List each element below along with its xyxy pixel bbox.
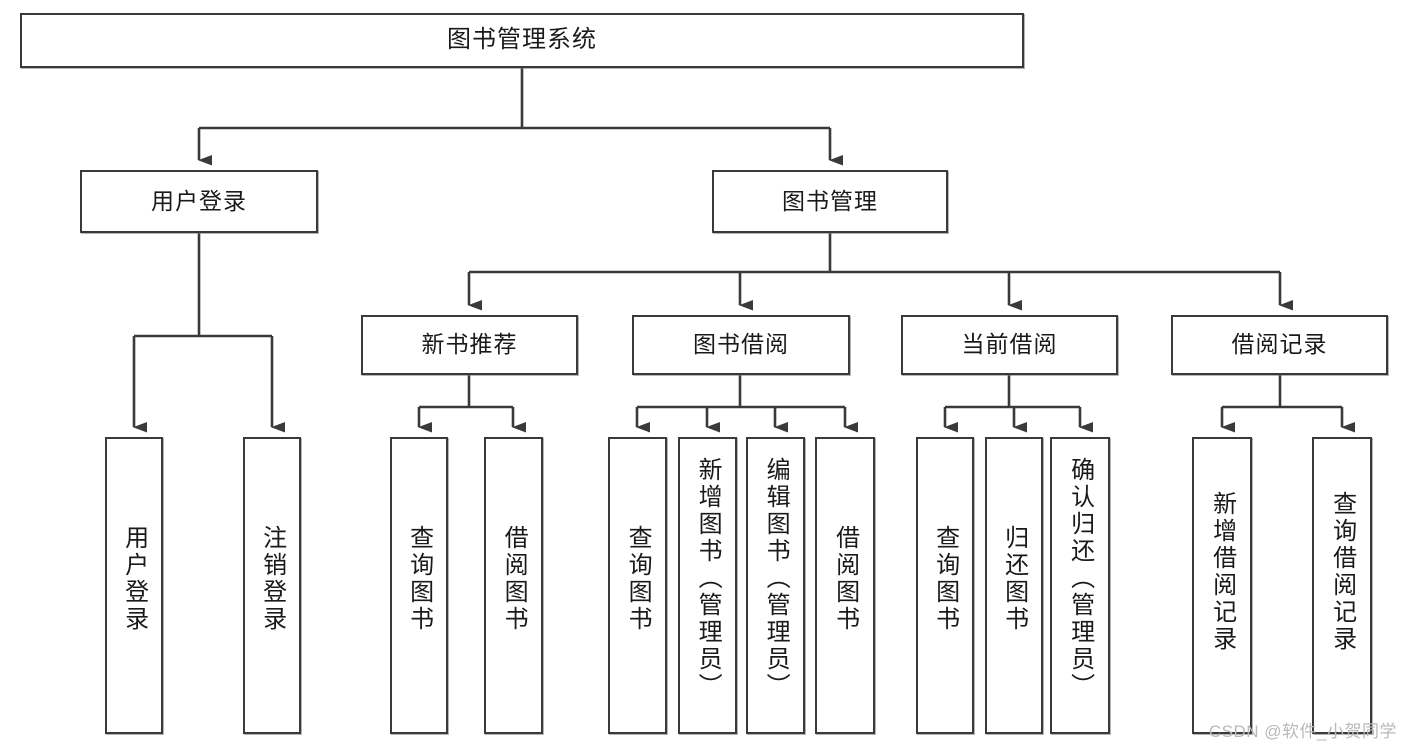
node-new-book-recommend[interactable]: 新书推荐 [361, 315, 578, 375]
leaf-current-borrow-query[interactable]: 查询图书 [916, 437, 974, 734]
leaf-user-login-signout[interactable]: 注销登录 [243, 437, 301, 734]
node-borrow-record[interactable]: 借阅记录 [1171, 315, 1388, 375]
leaf-label: 查询图书 [931, 525, 959, 633]
leaf-label: 用户登录 [120, 525, 148, 633]
node-book-management[interactable]: 图书管理 [712, 170, 948, 233]
leaf-new-book-borrow[interactable]: 借阅图书 [484, 437, 543, 734]
leaf-book-borrow-lend[interactable]: 借阅图书 [815, 437, 875, 734]
leaf-book-borrow-query[interactable]: 查询图书 [608, 437, 667, 734]
node-user-login[interactable]: 用户登录 [80, 170, 318, 233]
csdn-watermark: CSDN @软件_小贺同学 [1208, 722, 1397, 741]
leaf-label: 新增借阅记录 [1208, 491, 1236, 653]
leaf-current-borrow-return[interactable]: 归还图书 [985, 437, 1043, 734]
leaf-borrow-record-query[interactable]: 查询借阅记录 [1312, 437, 1372, 734]
leaf-label: 查询借阅记录 [1328, 491, 1356, 653]
leaf-user-login-signin[interactable]: 用户登录 [105, 437, 163, 734]
leaf-label: 借阅图书 [500, 525, 528, 633]
leaf-book-borrow-edit[interactable]: 编辑图书（管理员） [746, 437, 805, 734]
leaf-new-book-query[interactable]: 查询图书 [390, 437, 448, 734]
leaf-label: 归还图书 [1000, 525, 1028, 633]
leaf-label: 查询图书 [624, 525, 652, 633]
node-current-borrow[interactable]: 当前借阅 [901, 315, 1118, 375]
node-root-system[interactable]: 图书管理系统 [20, 13, 1024, 68]
leaf-current-borrow-confirm[interactable]: 确认归还（管理员） [1050, 437, 1110, 734]
leaf-label: 新增图书（管理员） [694, 457, 722, 700]
leaf-label: 确认归还（管理员） [1066, 457, 1094, 700]
leaf-label: 编辑图书（管理员） [762, 457, 790, 700]
leaf-borrow-record-add[interactable]: 新增借阅记录 [1192, 437, 1252, 734]
leaf-label: 注销登录 [258, 525, 286, 633]
leaf-label: 借阅图书 [831, 525, 859, 633]
node-book-borrow[interactable]: 图书借阅 [632, 315, 850, 375]
leaf-label: 查询图书 [405, 525, 433, 633]
leaf-book-borrow-add[interactable]: 新增图书（管理员） [678, 437, 737, 734]
